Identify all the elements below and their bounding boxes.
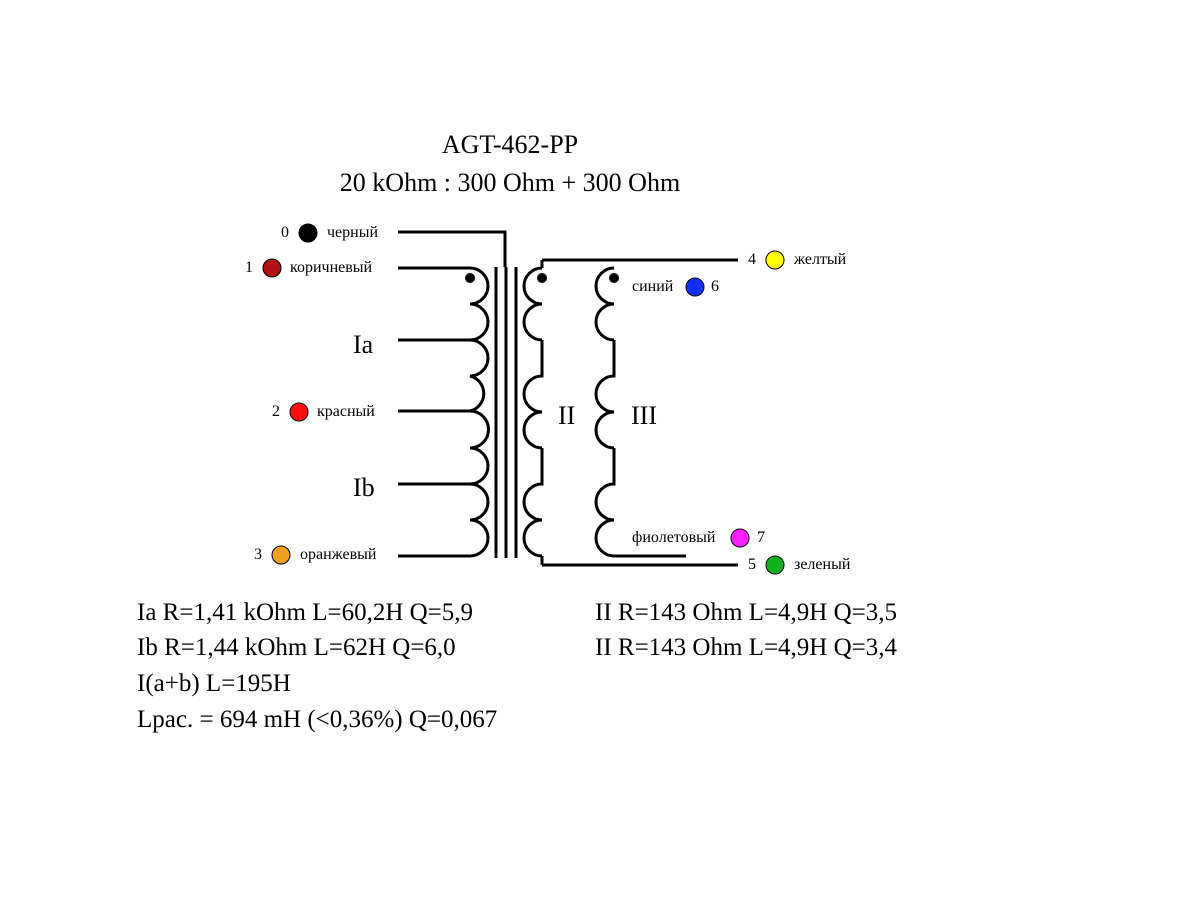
terminal-5-color-name: зеленый (794, 556, 851, 573)
phase-dot-iii (609, 273, 619, 283)
terminal-3-number: 3 (254, 546, 262, 563)
terminal-7-number: 7 (757, 529, 765, 546)
terminal-6-color-name: синий (632, 278, 674, 295)
winding-ib-label: Ib (353, 473, 375, 502)
terminal-4-dot (765, 250, 785, 270)
terminal-1-dot (262, 258, 282, 278)
terminal-2-number: 2 (272, 403, 280, 420)
terminal-4-number: 4 (748, 251, 756, 268)
spec-iab: I(a+b) L=195H (137, 670, 291, 697)
spec-ia: Ia R=1,41 kOhm L=60,2H Q=5,9 (137, 599, 474, 626)
terminal-1-color-name: коричневый (290, 259, 373, 276)
winding-ii-label: II (558, 401, 576, 430)
diagram-title: AGT-462-PP (441, 130, 579, 159)
terminal-7-color-name: фиолетовый (632, 529, 716, 546)
phase-dot-ii (537, 273, 547, 283)
terminal-1-number: 1 (245, 259, 253, 276)
primary-coil (469, 266, 490, 558)
spec-ib: Ib R=1,44 kOhm L=62H Q=6,0 (137, 634, 456, 661)
terminal-2-color-name: красный (317, 403, 375, 420)
terminal-7-dot (730, 528, 750, 548)
terminal-5-number: 5 (748, 556, 756, 573)
terminal-0-dot (298, 223, 318, 243)
terminal-2-dot (289, 402, 309, 422)
terminal-4-color-name: желтый (794, 251, 847, 268)
winding-ia-label: Ia (353, 330, 374, 359)
spec-ii-b: II R=143 Ohm L=4,9H Q=3,4 (595, 634, 898, 661)
terminal-3-dot (271, 545, 291, 565)
terminal-3-color-name: оранжевый (300, 546, 377, 563)
terminal-6-dot (685, 277, 705, 297)
winding-iii-label: III (631, 401, 657, 430)
secondary-iii-coil (594, 266, 616, 558)
terminal-5-dot (765, 555, 785, 575)
phase-dot-primary (465, 273, 475, 283)
terminal-0-number: 0 (281, 224, 289, 241)
lead-0 (398, 230, 507, 267)
spec-ii-a: II R=143 Ohm L=4,9H Q=3,5 (595, 599, 898, 626)
diagram-subtitle: 20 kOhm : 300 Ohm + 300 Ohm (339, 168, 681, 197)
secondary-ii-coil (522, 266, 544, 558)
terminal-6-number: 6 (711, 278, 719, 295)
spec-lpac: Lрас. = 694 mH (<0,36%) Q=0,067 (137, 706, 498, 733)
terminal-0-color-name: черный (327, 224, 379, 241)
